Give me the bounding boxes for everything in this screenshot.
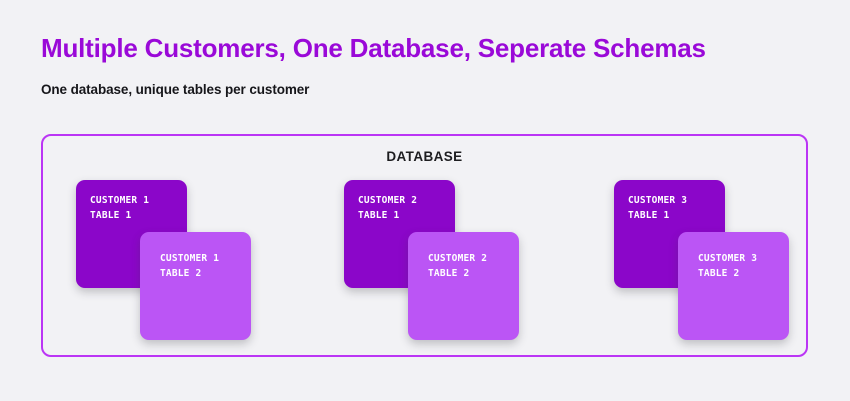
customer-2-table-1-line1: CUSTOMER 2 [358, 195, 418, 206]
customer-3-table-1-line1: CUSTOMER 3 [628, 195, 688, 206]
customer-3-table-1-line2: TABLE 1 [628, 209, 670, 221]
customer-2-table-1-line2: TABLE 1 [358, 209, 400, 221]
customer-2-table-2-line1: CUSTOMER 2 [428, 253, 488, 264]
customer-1-table-2-label: CUSTOMER 1 TABLE 2 [160, 252, 219, 281]
customer-group-2: CUSTOMER 2 TABLE 1 CUSTOMER 2 TABLE 2 [333, 136, 573, 359]
customer-2-table-1-label: CUSTOMER 2 TABLE 1 [358, 194, 417, 223]
customer-1-table-2-line2: TABLE 2 [160, 267, 202, 279]
customer-1-table-1-line1: CUSTOMER 1 [90, 195, 150, 206]
customer-2-table-2-card[interactable]: CUSTOMER 2 TABLE 2 [408, 232, 519, 340]
customer-1-table-1-label: CUSTOMER 1 TABLE 1 [90, 194, 149, 223]
customer-group-1: CUSTOMER 1 TABLE 1 CUSTOMER 1 TABLE 2 [65, 136, 305, 359]
customer-3-table-2-line2: TABLE 2 [698, 267, 740, 279]
customer-3-table-1-label: CUSTOMER 3 TABLE 1 [628, 194, 687, 223]
database-container: DATABASE CUSTOMER 1 TABLE 1 CUSTOMER 1 T… [41, 134, 808, 357]
customer-3-table-2-line1: CUSTOMER 3 [698, 253, 758, 264]
customer-1-table-2-card[interactable]: CUSTOMER 1 TABLE 2 [140, 232, 251, 340]
customer-1-table-1-line2: TABLE 1 [90, 209, 132, 221]
database-label: DATABASE [386, 149, 463, 164]
page-subtitle: One database, unique tables per customer [41, 82, 310, 97]
customer-group-3: CUSTOMER 3 TABLE 1 CUSTOMER 3 TABLE 2 [603, 136, 843, 359]
page-title: Multiple Customers, One Database, Sepera… [41, 33, 706, 63]
customer-3-table-2-card[interactable]: CUSTOMER 3 TABLE 2 [678, 232, 789, 340]
customer-1-table-2-line1: CUSTOMER 1 [160, 253, 220, 264]
customer-2-table-2-line2: TABLE 2 [428, 267, 470, 279]
customer-2-table-2-label: CUSTOMER 2 TABLE 2 [428, 252, 487, 281]
customer-3-table-2-label: CUSTOMER 3 TABLE 2 [698, 252, 757, 281]
